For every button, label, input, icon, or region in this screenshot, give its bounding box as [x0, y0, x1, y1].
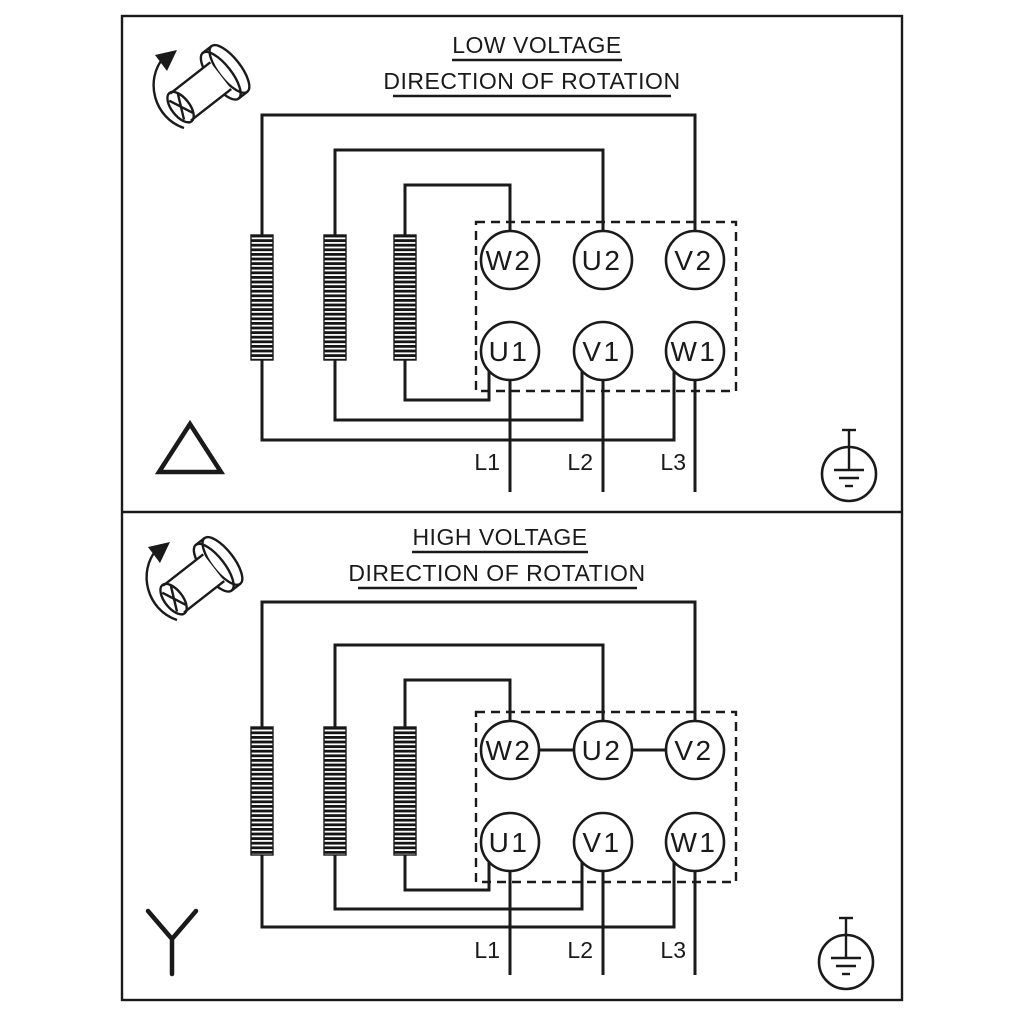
- panel-subtitle: DIRECTION OF ROTATION: [383, 68, 680, 94]
- panel-high-voltage: HIGH VOLTAGE DIRECTION OF ROTATION W2: [145, 524, 875, 991]
- terminal-u1: [479, 320, 541, 382]
- lead-label-l3: L3: [660, 449, 686, 475]
- lead-label-l1: L1: [474, 937, 500, 963]
- terminal-board: [474, 710, 738, 884]
- terminal-label-v2: V2: [674, 245, 713, 276]
- wire-coil1-to-v2: [260, 600, 697, 732]
- earth-ground-symbol: [817, 916, 875, 991]
- terminal-label-u1: U1: [489, 336, 530, 367]
- star-symbol: [145, 908, 199, 977]
- earth-ground-symbol: [820, 428, 878, 503]
- lead-label-l2: L2: [567, 449, 593, 475]
- terminal-u2: [572, 719, 634, 781]
- wire-coil2-to-u2: [333, 643, 605, 732]
- stator-winding-1: [250, 726, 274, 856]
- wire-coil2-to-v1: [333, 355, 584, 422]
- terminal-board: [474, 220, 738, 393]
- terminal-v1: [572, 811, 634, 873]
- lead-label-l2: L2: [567, 937, 593, 963]
- terminal-w1: [664, 811, 726, 873]
- stator-winding-1: [250, 234, 274, 361]
- terminal-label-w1: W1: [671, 336, 718, 367]
- terminal-label-v2: V2: [674, 735, 713, 766]
- terminal-label-u1: U1: [489, 827, 530, 858]
- terminal-label-v1: V1: [582, 336, 621, 367]
- panel-title: LOW VOLTAGE: [452, 32, 622, 58]
- wire-coil3-to-u1: [403, 850, 491, 892]
- wire-coil2-to-v1: [333, 850, 584, 911]
- terminal-label-w1: W1: [671, 827, 718, 858]
- diagram-frame: [120, 14, 904, 1002]
- wire-coil3-to-w2: [403, 183, 512, 240]
- terminal-label-v1: V1: [582, 827, 621, 858]
- stator-winding-3: [393, 726, 417, 856]
- delta-symbol: [154, 419, 226, 475]
- wire-coil1-to-w1: [260, 355, 676, 442]
- terminal-label-u2: U2: [582, 245, 623, 276]
- stator-winding-3: [393, 234, 417, 361]
- panel-subtitle: DIRECTION OF ROTATION: [348, 560, 645, 586]
- lead-label-l1: L1: [474, 449, 500, 475]
- lead-label-l3: L3: [660, 937, 686, 963]
- terminal-w1: [664, 320, 726, 382]
- wire-coil2-to-u2: [333, 148, 605, 240]
- terminal-v1: [572, 320, 634, 382]
- terminal-w2: [479, 229, 541, 291]
- terminal-v2: [664, 719, 726, 781]
- terminal-v2: [664, 229, 726, 291]
- wire-coil1-to-v2: [260, 113, 697, 240]
- wire-coil1-to-w1: [260, 850, 676, 929]
- terminal-w2: [479, 719, 541, 781]
- wire-coil3-to-w2: [403, 678, 512, 732]
- terminal-u2: [572, 229, 634, 291]
- panel-title: HIGH VOLTAGE: [412, 524, 587, 550]
- stator-winding-2: [323, 234, 347, 361]
- terminal-u1: [479, 811, 541, 873]
- terminal-label-w2: W2: [486, 245, 533, 276]
- terminal-label-u2: U2: [582, 735, 623, 766]
- wire-coil3-to-u1: [403, 355, 491, 402]
- stator-winding-2: [323, 726, 347, 856]
- panel-low-voltage: LOW VOLTAGE DIRECTION OF ROTATION W2 U2 …: [152, 32, 878, 503]
- terminal-label-w2: W2: [486, 735, 533, 766]
